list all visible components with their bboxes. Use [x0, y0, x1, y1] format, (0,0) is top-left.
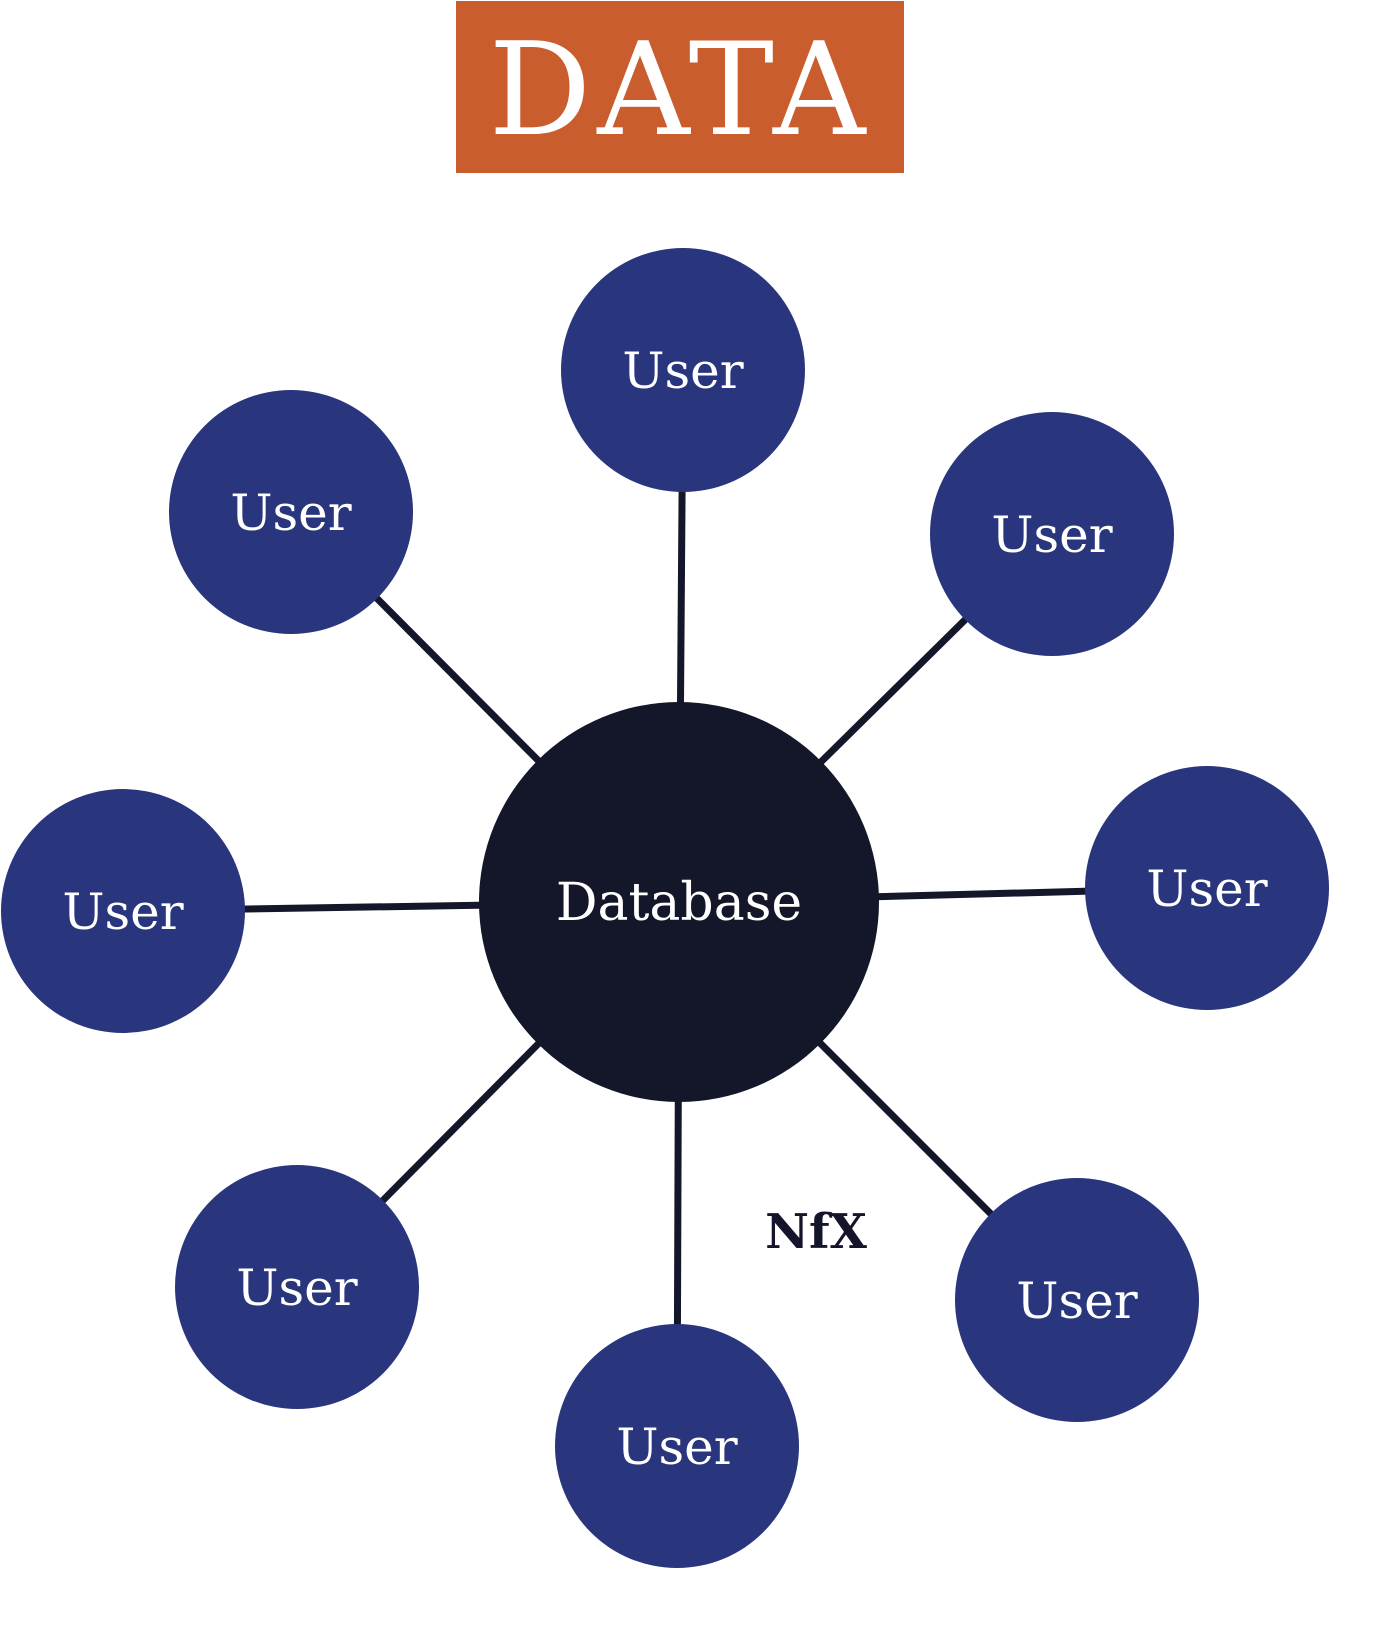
user-node-label: User: [991, 506, 1112, 564]
user-node-left: User: [1, 789, 245, 1033]
user-node-label: User: [1146, 860, 1267, 918]
title-text: DATA: [488, 16, 872, 165]
user-node-circle: [555, 1324, 799, 1568]
nfx-logo: NfX: [765, 1204, 868, 1260]
user-node-label: User: [62, 883, 183, 941]
database-hub-label: Database: [556, 873, 802, 933]
user-node-label: User: [616, 1418, 737, 1476]
user-node-circle: [955, 1178, 1199, 1422]
user-node-circle: [1085, 766, 1329, 1010]
user-node-bottom-left: User: [175, 1165, 419, 1409]
user-node-top-left: User: [169, 390, 413, 634]
user-node-bottom: User: [555, 1324, 799, 1568]
title-banner: DATA: [456, 1, 904, 173]
user-node-circle: [175, 1165, 419, 1409]
user-node-top: User: [561, 248, 805, 492]
user-node-right: User: [1085, 766, 1329, 1010]
user-node-bottom-right: User: [955, 1178, 1199, 1422]
hub-group: Database: [479, 702, 879, 1102]
user-node-circle: [169, 390, 413, 634]
user-node-circle: [1, 789, 245, 1033]
user-node-label: User: [622, 342, 743, 400]
database-hub-node: [479, 702, 879, 1102]
user-node-circle: [561, 248, 805, 492]
user-node-label: User: [1016, 1272, 1137, 1330]
user-node-circle: [930, 412, 1174, 656]
user-node-label: User: [236, 1259, 357, 1317]
user-node-label: User: [230, 484, 351, 542]
user-node-top-right: User: [930, 412, 1174, 656]
